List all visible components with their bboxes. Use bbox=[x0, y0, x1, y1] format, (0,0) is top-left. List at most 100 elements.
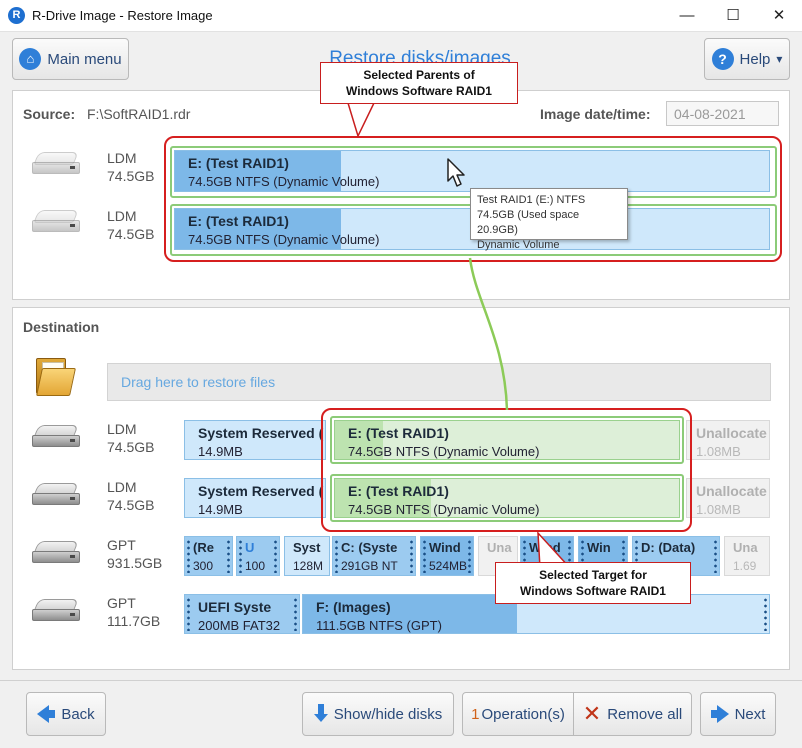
tooltip-line: Test RAID1 (E:) NTFS bbox=[477, 194, 586, 206]
partition-info: 1.08MB bbox=[696, 444, 741, 459]
destination-partition[interactable]: C: (Syste 291GB NT bbox=[332, 536, 416, 576]
back-button[interactable]: Back bbox=[26, 692, 106, 736]
unallocated-partition[interactable]: Una 1.69 bbox=[724, 536, 770, 576]
destination-partition[interactable]: Syst 128M bbox=[284, 536, 330, 576]
image-date-label: Image date/time: bbox=[540, 106, 651, 122]
show-hide-disks-button[interactable]: Show/hide disks bbox=[302, 692, 454, 736]
source-label: Source: bbox=[23, 106, 76, 122]
arrow-right-icon bbox=[710, 705, 729, 723]
main-menu-button[interactable]: ⌂ Main menu bbox=[12, 38, 129, 80]
partition-name: System Reserved ( bbox=[198, 425, 324, 441]
source-disk-type: LDM bbox=[107, 150, 137, 166]
partition-name: E: (Test RAID1) bbox=[188, 155, 289, 171]
hard-disk-icon bbox=[30, 599, 82, 623]
help-icon: ? bbox=[711, 48, 734, 70]
disk-size: 74.5GB bbox=[107, 439, 155, 455]
partition-info: 14.9MB bbox=[198, 444, 243, 459]
hard-disk-icon bbox=[30, 425, 82, 449]
partition-name: E: (Test RAID1) bbox=[188, 213, 289, 229]
main-menu-label: Main menu bbox=[47, 50, 122, 68]
chevron-down-icon: ▾ bbox=[776, 52, 783, 66]
disk-size: 74.5GB bbox=[107, 497, 155, 513]
destination-partition[interactable]: System Reserved ( 14.9MB bbox=[184, 478, 326, 518]
callout-line: Selected Parents of bbox=[363, 68, 475, 82]
next-button[interactable]: Next bbox=[700, 692, 776, 736]
unallocated-partition[interactable]: Unallocate 1.08MB bbox=[686, 420, 770, 460]
show-hide-icon bbox=[313, 704, 328, 724]
selected-target-frame bbox=[330, 474, 684, 522]
callout-line: Selected Target for bbox=[539, 568, 647, 582]
partition-info: 300 bbox=[193, 559, 214, 573]
partition-name: (Re bbox=[193, 540, 214, 555]
partition-info: 524MB bbox=[429, 559, 468, 573]
selected-target-frame bbox=[330, 416, 684, 464]
partition-name: Una bbox=[733, 540, 758, 555]
partition-name: Win bbox=[587, 540, 611, 555]
remove-all-button[interactable]: ✕ Remove all bbox=[573, 692, 692, 736]
destination-partition[interactable]: E: (Test RAID1) 74.5GB NTFS (Dynamic Vol… bbox=[334, 478, 680, 518]
disk-type: LDM bbox=[107, 479, 137, 495]
window-title: R-Drive Image - Restore Image bbox=[32, 8, 213, 23]
help-button[interactable]: ? Help ▾ bbox=[704, 38, 790, 80]
partition-name: E: (Test RAID1) bbox=[348, 425, 449, 441]
title-bar: R R-Drive Image - Restore Image — ☐ ✕ bbox=[0, 0, 802, 32]
partition-info: 111.5GB NTFS (GPT) bbox=[316, 618, 442, 633]
operations-label: Operation(s) bbox=[481, 705, 565, 723]
close-button[interactable]: ✕ bbox=[772, 7, 786, 24]
maximize-button[interactable]: ☐ bbox=[726, 7, 740, 24]
partition-info: 74.5GB NTFS (Dynamic Volume) bbox=[188, 232, 380, 247]
partition-name: Unallocate bbox=[696, 425, 767, 441]
source-disk-type: LDM bbox=[107, 208, 137, 224]
partition-info: 74.5GB NTFS (Dynamic Volume) bbox=[188, 174, 380, 189]
partition-name: F: (Images) bbox=[316, 599, 391, 615]
disk-size: 111.7GB bbox=[107, 613, 161, 629]
minimize-button[interactable]: — bbox=[679, 7, 695, 24]
partition-info: 14.9MB bbox=[198, 502, 243, 517]
partition-name: Una bbox=[487, 540, 512, 555]
disk-type: GPT bbox=[107, 595, 136, 611]
destination-partition[interactable]: System Reserved ( 14.9MB bbox=[184, 420, 326, 460]
partition-name: Unallocate bbox=[696, 483, 767, 499]
arrow-left-icon bbox=[37, 705, 56, 723]
home-icon: ⌂ bbox=[19, 48, 42, 70]
source-disk-size: 74.5GB bbox=[107, 168, 155, 184]
destination-partition[interactable]: (Re 300 bbox=[184, 536, 233, 576]
app-logo-icon: R bbox=[8, 7, 25, 24]
partition-tooltip: Test RAID1 (E:) NTFS 74.5GB (Used space … bbox=[470, 188, 628, 251]
partition-info: 200MB FAT32 bbox=[198, 618, 281, 633]
partition-info: 74.5GB NTFS (Dynamic Volume) bbox=[348, 444, 540, 459]
restore-files-drop-zone[interactable]: Drag here to restore files bbox=[107, 363, 771, 401]
partition-info: 1.69 bbox=[733, 559, 757, 573]
folder-icon bbox=[33, 356, 76, 398]
operations-button[interactable]: 1 Operation(s) bbox=[462, 692, 574, 736]
operations-count: 1 bbox=[471, 705, 480, 723]
mouse-cursor-icon bbox=[447, 158, 465, 187]
parents-callout: Selected Parents of Windows Software RAI… bbox=[320, 62, 518, 104]
tooltip-line: Dynamic Volume bbox=[477, 239, 560, 251]
disk-type: GPT bbox=[107, 537, 136, 553]
source-highlight-frame bbox=[164, 136, 782, 262]
destination-partition[interactable]: UEFI Syste 200MB FAT32 bbox=[184, 594, 300, 634]
partition-info: 128M bbox=[293, 559, 324, 573]
partition-info: 291GB NT bbox=[341, 559, 398, 573]
partition-info: 100 bbox=[245, 559, 266, 573]
remove-icon: ✕ bbox=[582, 701, 602, 726]
destination-label: Destination bbox=[23, 319, 100, 335]
destination-partition[interactable]: E: (Test RAID1) 74.5GB NTFS (Dynamic Vol… bbox=[334, 420, 680, 460]
partition-name: C: (Syste bbox=[341, 540, 398, 555]
partition-name: D: (Data) bbox=[641, 540, 696, 555]
partition-name: System Reserved ( bbox=[198, 483, 324, 499]
source-panel bbox=[12, 90, 790, 300]
partition-name: U bbox=[245, 540, 255, 555]
destination-partition[interactable]: U 100 bbox=[236, 536, 280, 576]
hard-disk-icon bbox=[30, 483, 82, 507]
callout-line: Windows Software RAID1 bbox=[346, 84, 492, 98]
source-partition[interactable]: E: (Test RAID1) 74.5GB NTFS (Dynamic Vol… bbox=[174, 150, 770, 192]
destination-partition[interactable]: Wind 524MB bbox=[420, 536, 474, 576]
unallocated-partition[interactable]: Unallocate 1.08MB bbox=[686, 478, 770, 518]
disk-size: 931.5GB bbox=[107, 555, 163, 571]
remove-all-label: Remove all bbox=[607, 705, 683, 723]
partition-name: Wind bbox=[429, 540, 461, 555]
partition-info: 74.5GB NTFS (Dynamic Volume) bbox=[348, 502, 540, 517]
